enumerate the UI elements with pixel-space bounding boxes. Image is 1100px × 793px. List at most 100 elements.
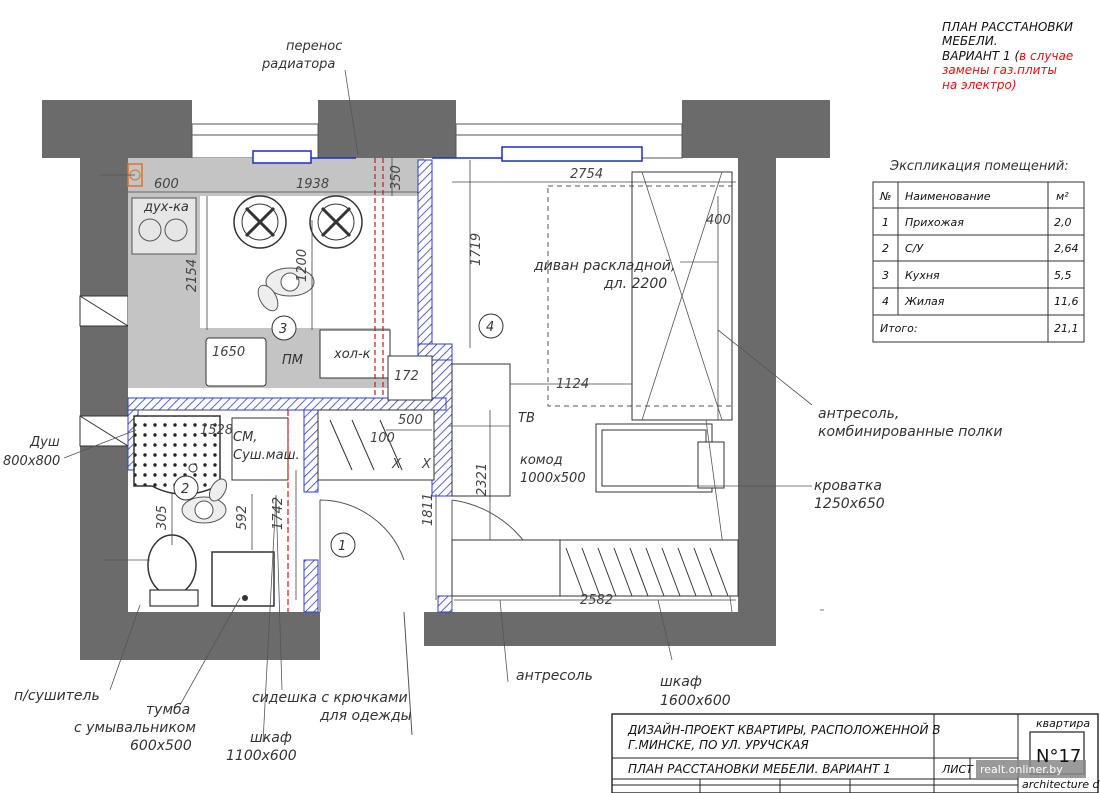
brand-bottom: architecture design [1022,778,1100,791]
col-name: Наименование [905,190,991,203]
bench-label-1: сидешка с крючками [252,690,408,706]
person-icon [257,267,315,312]
row-no: 2 [882,242,889,255]
plan-title-line5: на электро) [942,78,1017,92]
title-block [611,713,1099,793]
room-number: 2 [181,482,189,497]
dim: 400 [706,213,731,228]
col-no: № [879,190,891,203]
dim: 2154 [185,259,200,292]
explication-table [872,181,1085,343]
watermark: realt.onliner.by [980,763,1063,776]
living-room [451,171,739,613]
hallway: X X [317,355,435,736]
vanity-label-1: тумба [146,702,190,718]
brand-top: квартира [1036,717,1090,730]
dryer-label: п/сушитель [14,688,100,704]
dim: 172 [394,369,419,384]
crib-label-2: 1250х650 [814,496,885,512]
dim: 1811 [421,493,436,526]
dim: 1938 [296,177,329,192]
total-area: 21,1 [1054,322,1079,335]
row-no: 1 [882,216,889,229]
kitchen-sink-icon [205,337,267,387]
dim: 305 [155,505,170,530]
small-wardrobe-label-2: 1100х600 [226,748,297,764]
fridge-label: хол-к [333,347,371,362]
small-wardrobe-label-1: шкаф [250,730,292,746]
explication-heading: Экспликация помещений: [889,159,1069,174]
callout-lines [63,69,824,743]
kitchen-counters [127,158,424,400]
mezzanine-label-1: антресоль, [818,406,899,422]
radiator-icon [501,146,643,162]
row-area: 2,64 [1054,242,1079,255]
stamp-line1: ДИЗАЙН-ПРОЕКТ КВАРТИРЫ, РАСПОЛОЖЕННОЙ В [627,722,941,737]
dim: 2754 [570,167,603,182]
mezzanine-label: антресоль [516,668,593,684]
total-label: Итого: [880,322,918,335]
row-name: С/У [905,242,924,255]
dim: 2582 [580,593,613,608]
stamp-sheet: ЛИСТ [941,763,974,776]
stamp-line2: Г.МИНСКЕ, ПО УЛ. УРУЧСКАЯ [628,738,809,752]
dim: 1650 [212,345,245,360]
vanity-label-3: 600х500 [130,738,192,754]
row-no: 3 [882,269,889,282]
row-area: 2,0 [1054,216,1072,229]
dim: 592 [235,505,250,530]
room-number: 4 [486,320,494,335]
bench-label-2: для одежды [319,708,412,724]
sofa-label-2: дл. 2200 [603,276,667,292]
radiator-label-1: перенос [286,39,342,54]
row-area: 5,5 [1054,269,1072,282]
washer-icon [231,417,289,481]
row-area: 11,6 [1054,295,1079,308]
big-wardrobe-label-1: шкаф [660,674,702,690]
dim: 1124 [556,377,589,392]
dim: 100 [370,431,395,446]
washer-label-2: Суш.маш. [233,448,300,463]
vanity-label-2: с умывальником [74,720,196,736]
oven-label: дух-ка [143,200,189,215]
dresser-label-1: комод [520,453,563,468]
brand-logo: N°17 [1036,746,1081,767]
dim: 1200 [295,249,310,282]
dimension-lines [128,158,736,601]
washer-label-1: СМ, [233,430,257,445]
big-wardrobe-label-2: 1600х600 [660,693,731,709]
svg-text:X: X [421,457,432,472]
crib-label-1: кроватка [814,478,882,494]
row-no: 4 [882,295,889,308]
radiator-label-2: радиатора [261,57,335,72]
sofa-label-1: диван раскладной, [533,258,675,274]
tv-label: ТВ [518,411,535,426]
dim: 1742 [271,497,286,530]
row-name: Жилая [904,295,945,308]
stamp-line3: ПЛАН РАССТАНОВКИ МЕБЕЛИ. ВАРИАНТ 1 [628,762,891,776]
room-number: 3 [279,322,287,337]
dishwasher-label: ПМ [282,353,303,368]
row-name: Прихожая [905,216,964,229]
room-number: 1 [338,539,346,554]
plan-title-line4: замены газ.плиты [942,63,1057,77]
dim: 600 [154,177,179,192]
shower-label-1: Душ [29,435,60,450]
cooktop-icon [233,195,363,249]
dim: 350 [389,165,404,190]
dim: 500 [398,413,423,428]
person-icon [181,478,228,524]
plan-title-line1: ПЛАН РАССТАНОВКИ [942,20,1073,34]
plan-title-line3: ВАРИАНТ 1 (в случае [942,49,1073,63]
shower-label-2: 800х800 [3,454,60,469]
plan-title-line2: МЕБЕЛИ. [942,34,998,48]
dim: 1528 [200,423,233,438]
room-markers [173,313,504,558]
radiator-icon [252,150,312,164]
row-name: Кухня [905,269,940,282]
dim: 2321 [475,463,490,496]
dim: 1719 [469,233,484,266]
bathroom [133,410,289,612]
col-area: м² [1056,190,1069,203]
